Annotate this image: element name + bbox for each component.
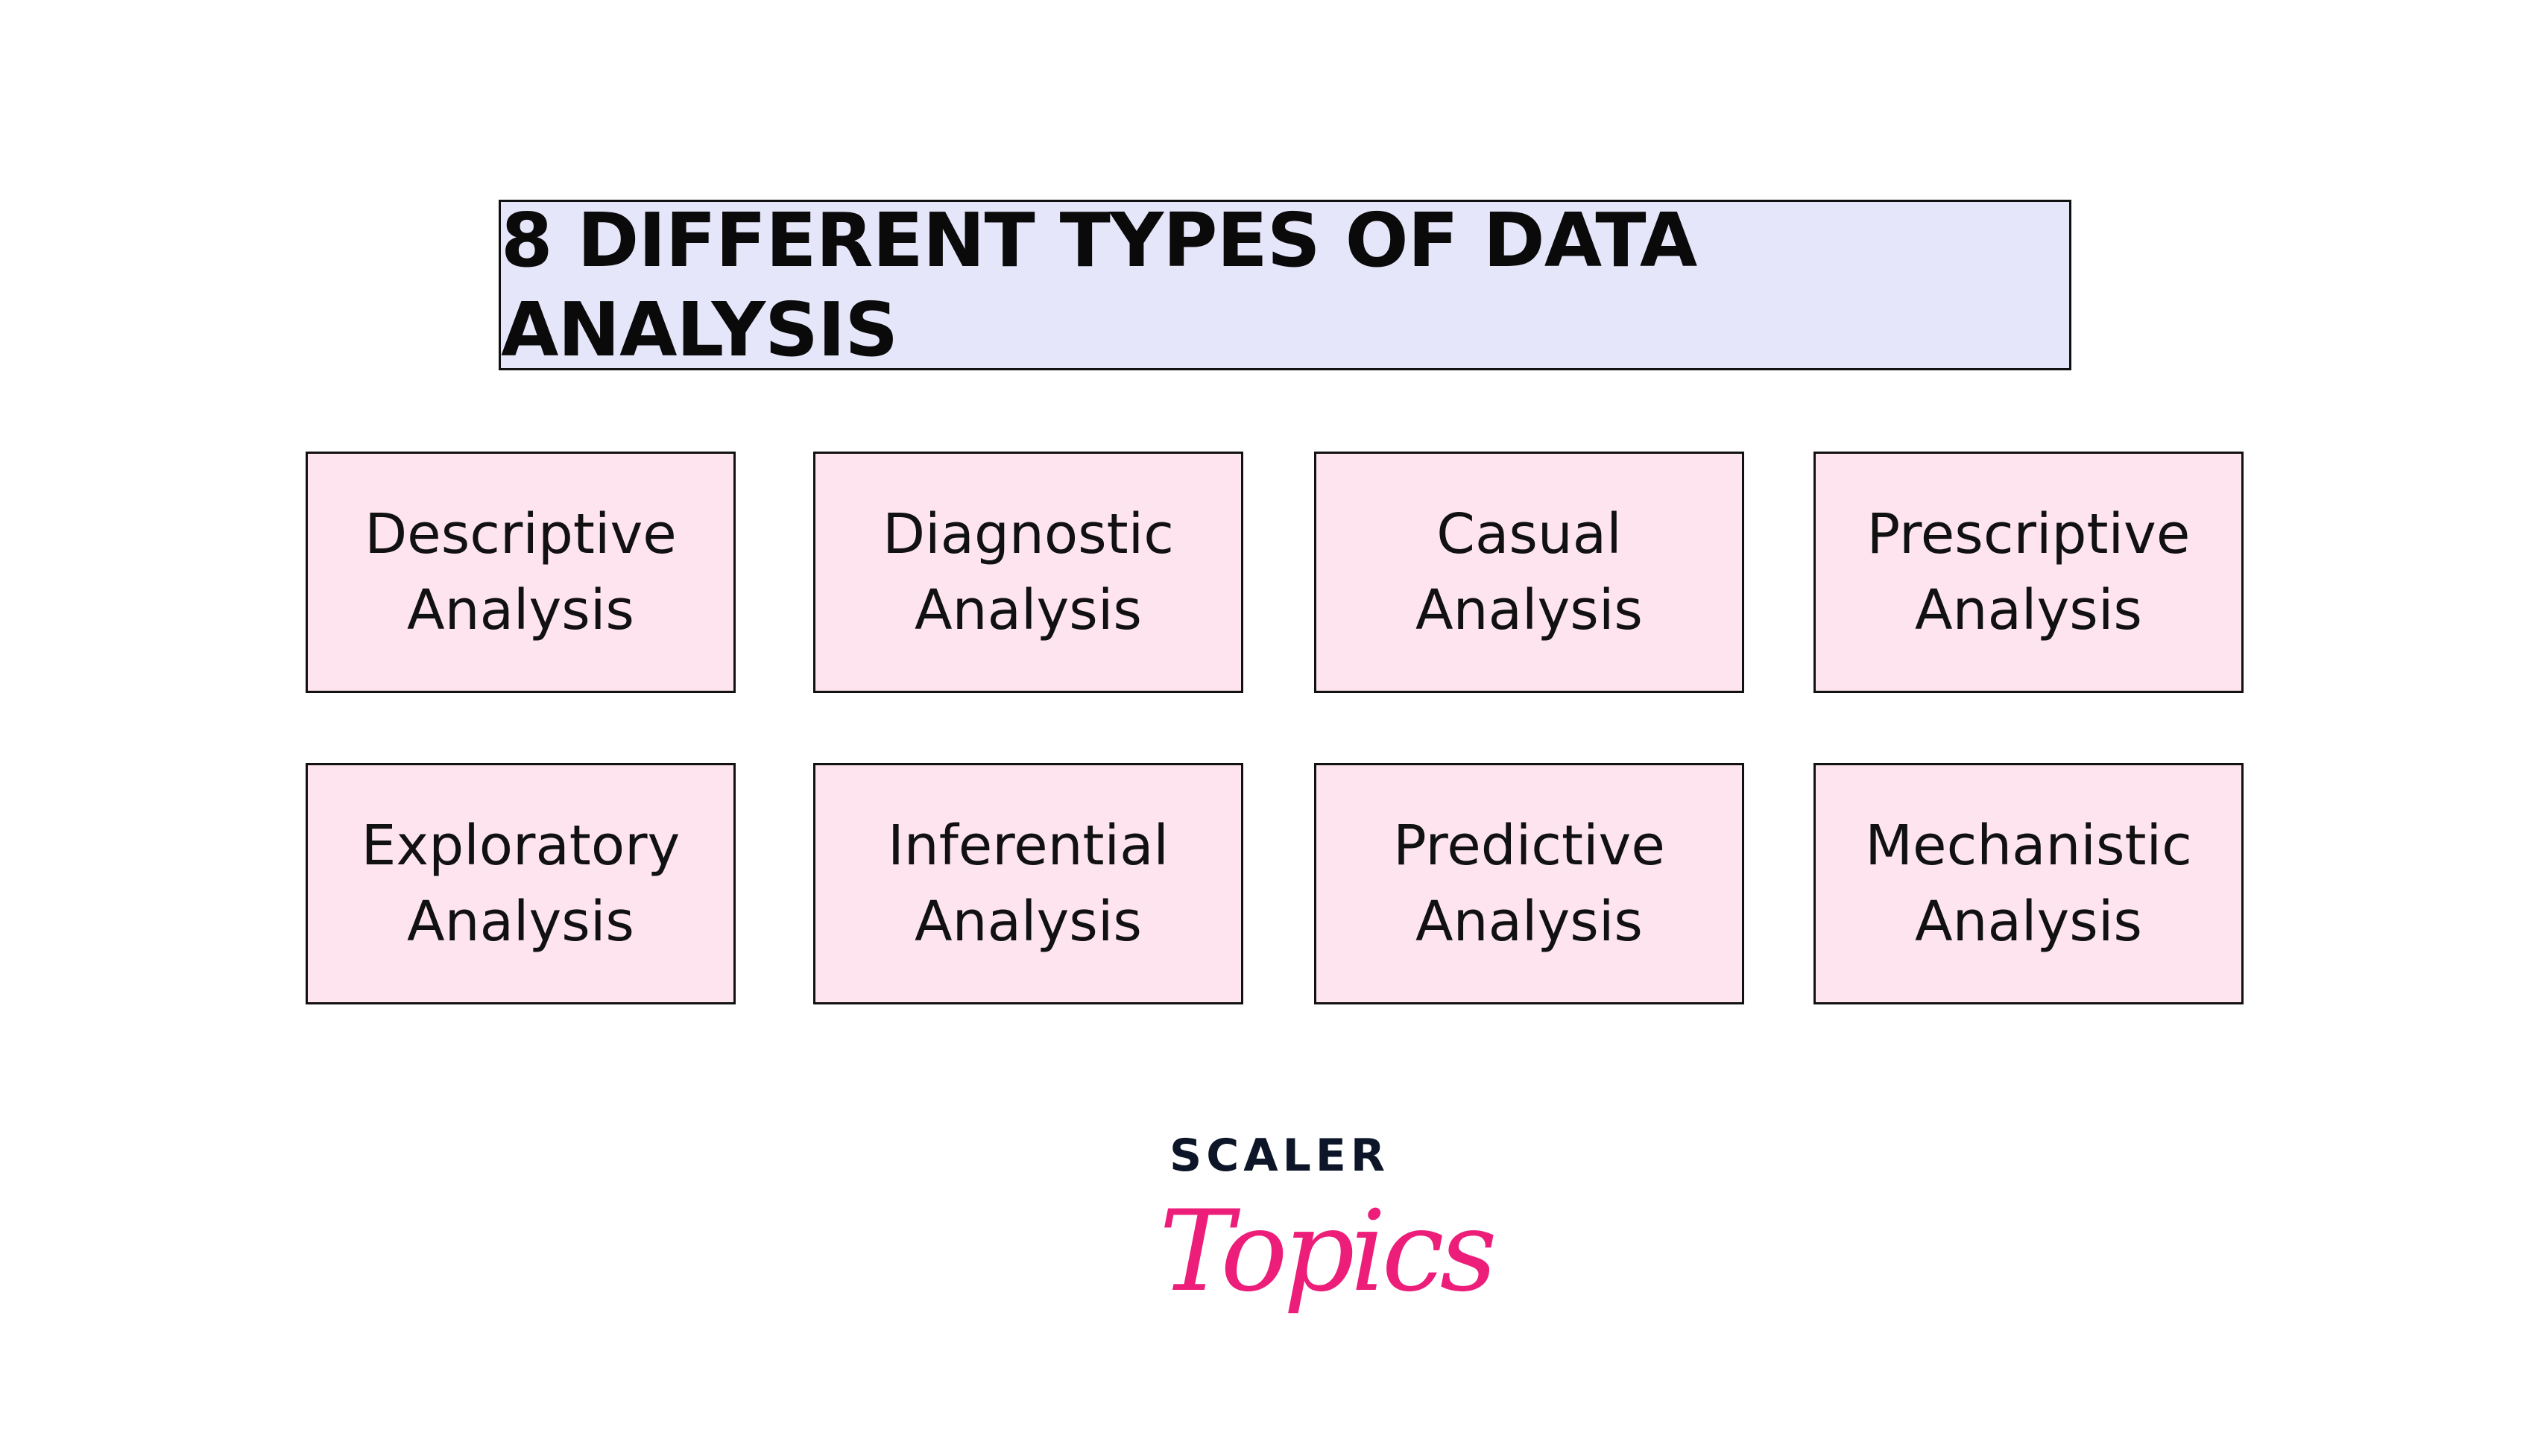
card-inferential-analysis: Inferential Analysis <box>813 763 1243 1004</box>
card-label-line1: Diagnostic <box>883 502 1174 566</box>
scaler-topics-logo: SCALER Topics <box>1159 1129 1497 1323</box>
card-label-line2: Analysis <box>1915 890 2142 954</box>
card-casual-analysis: Casual Analysis <box>1314 452 1744 693</box>
card-label-line2: Analysis <box>915 578 1142 642</box>
card-label-line2: Analysis <box>407 890 634 954</box>
card-mechanistic-analysis: Mechanistic Analysis <box>1813 763 2244 1004</box>
card-label-line2: Analysis <box>407 578 634 642</box>
card-exploratory-analysis: Exploratory Analysis <box>306 763 736 1004</box>
card-label-line1: Exploratory <box>361 814 681 878</box>
logo-product-text: Topics <box>1159 1187 1497 1317</box>
diagram-title: 8 DIFFERENT TYPES OF DATA ANALYSIS <box>501 196 1697 373</box>
title-box: 8 DIFFERENT TYPES OF DATA ANALYSIS <box>499 197 2071 373</box>
card-label-line2: Analysis <box>1915 578 2142 642</box>
card-label-line1: Predictive <box>1393 814 1665 878</box>
card-label-line1: Mechanistic <box>1865 814 2192 878</box>
card-predictive-analysis: Predictive Analysis <box>1314 763 1744 1004</box>
card-diagnostic-analysis: Diagnostic Analysis <box>813 452 1243 693</box>
logo-brand-text: SCALER <box>1169 1130 1390 1182</box>
card-label-line1: Casual <box>1436 502 1622 566</box>
card-label-line1: Descriptive <box>364 502 677 566</box>
card-label-line2: Analysis <box>1415 890 1643 954</box>
card-label-line1: Inferential <box>887 814 1169 878</box>
card-label-line2: Analysis <box>1415 578 1643 642</box>
card-label-line2: Analysis <box>915 890 1142 954</box>
card-descriptive-analysis: Descriptive Analysis <box>306 452 736 693</box>
card-prescriptive-analysis: Prescriptive Analysis <box>1813 452 2244 693</box>
card-label-line1: Prescriptive <box>1866 502 2191 566</box>
